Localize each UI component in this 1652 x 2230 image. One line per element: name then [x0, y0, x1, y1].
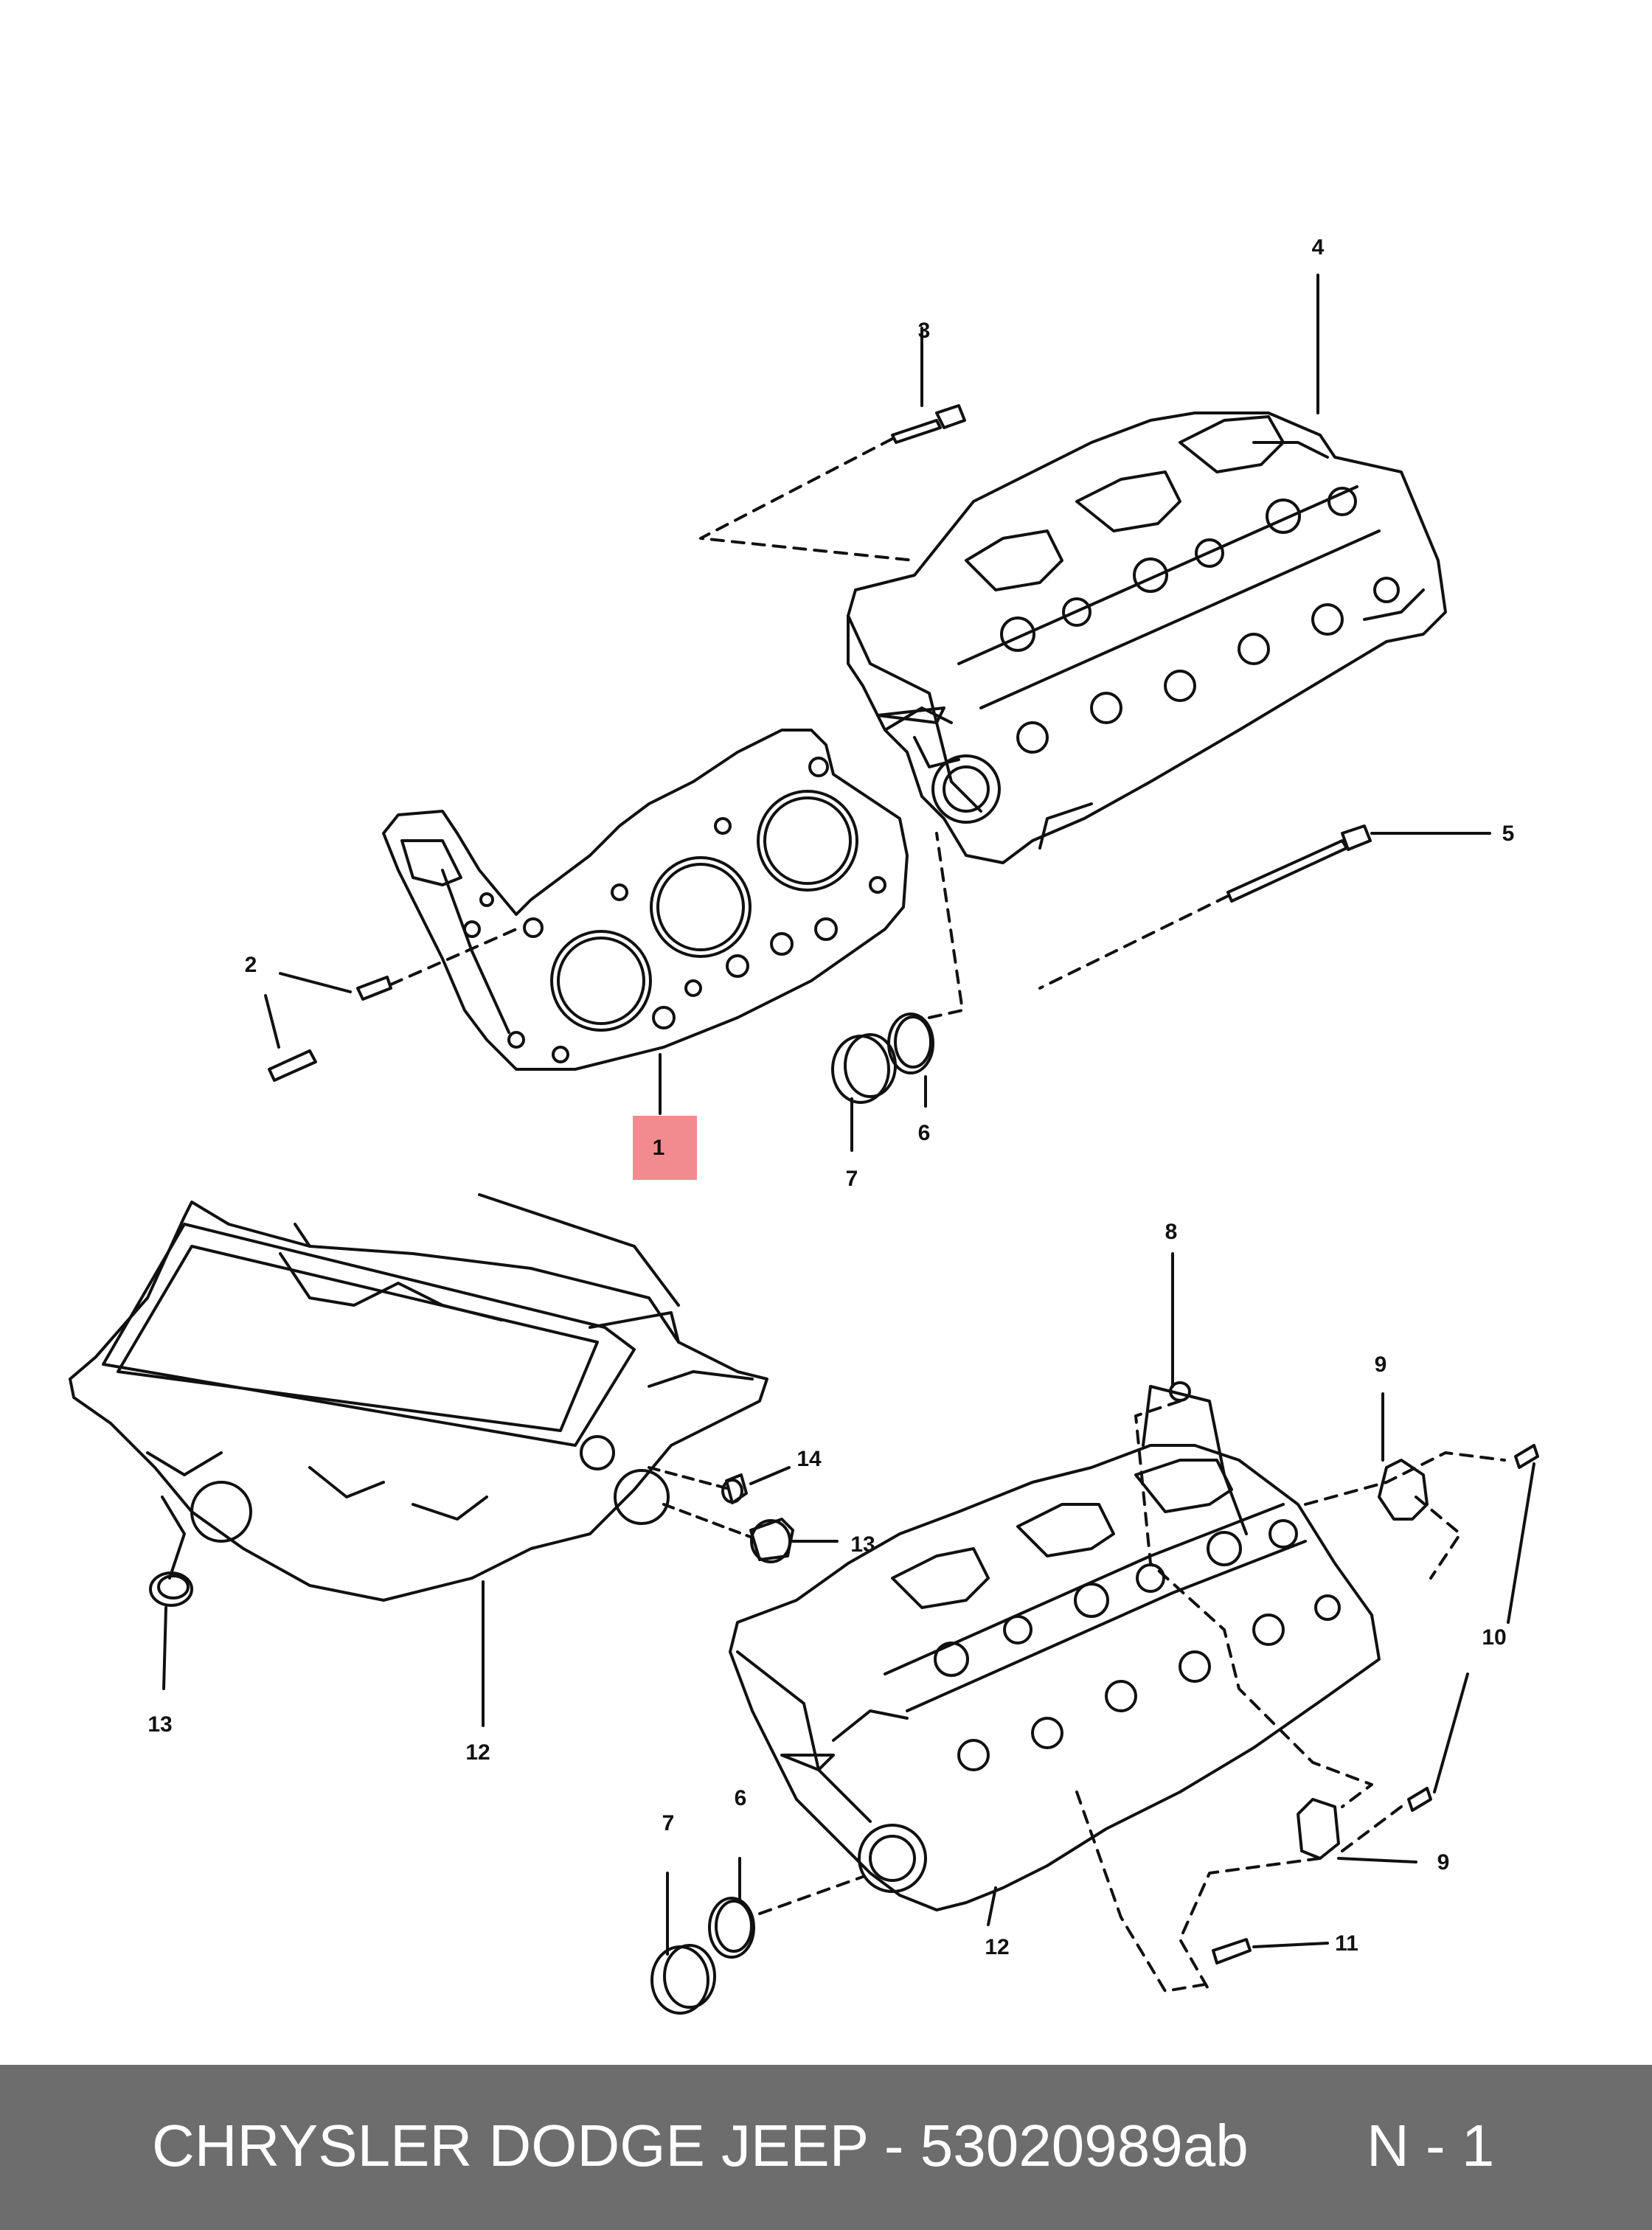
dowel-pins: [264, 928, 518, 1082]
callout-12-right: 12: [985, 1935, 1009, 1959]
callout-9-upper: 9: [1375, 1352, 1387, 1377]
callout-11: 11: [1335, 1931, 1358, 1956]
seals-left: [149, 1466, 839, 1727]
callout-1: 1: [653, 1136, 665, 1160]
callout-12-left: 12: [465, 1740, 490, 1765]
plug-and-seal-lower: [650, 1857, 864, 2015]
head-gasket: [382, 729, 909, 1071]
callout-10: 10: [1482, 1625, 1506, 1650]
callout-5: 5: [1502, 822, 1515, 846]
callout-6-upper: 6: [918, 1121, 931, 1145]
cylinder-head-upper: [847, 411, 1447, 864]
callout-4: 4: [1312, 235, 1325, 260]
footer-diagram-code: N - 1: [1367, 2113, 1495, 2178]
footer-part-number: CHRYSLER DODGE JEEP - 53020989ab: [152, 2113, 1249, 2178]
bolt-3: [699, 404, 966, 562]
footer-bar: CHRYSLER DODGE JEEP - 53020989ab N - 1: [0, 2065, 1652, 2230]
callout-13-left: 13: [148, 1712, 172, 1737]
plug-and-seal-upper: [831, 832, 964, 1152]
small-parts-right: [1075, 1252, 1539, 1993]
callout-7-lower: 7: [662, 1811, 675, 1835]
callout-8: 8: [1165, 1220, 1178, 1244]
callout-14: 14: [796, 1447, 822, 1471]
callout-9-lower: 9: [1437, 1850, 1450, 1875]
cylinder-head-lower-left: [69, 1193, 768, 1602]
callout-6-lower: 6: [735, 1786, 747, 1810]
cylinder-head-lower-right: [729, 1385, 1381, 1926]
callout-2: 2: [245, 953, 257, 977]
highlight-box: [633, 1116, 697, 1180]
callout-3: 3: [918, 319, 931, 343]
bolt-5: [1038, 824, 1491, 990]
callout-13-right: 13: [850, 1532, 875, 1557]
callout-7-upper: 7: [846, 1167, 858, 1191]
exploded-parts-diagram: 1 2 3 4 5 6 7 8 9 9 10 11 12 12 13 13 14…: [69, 235, 1539, 2015]
